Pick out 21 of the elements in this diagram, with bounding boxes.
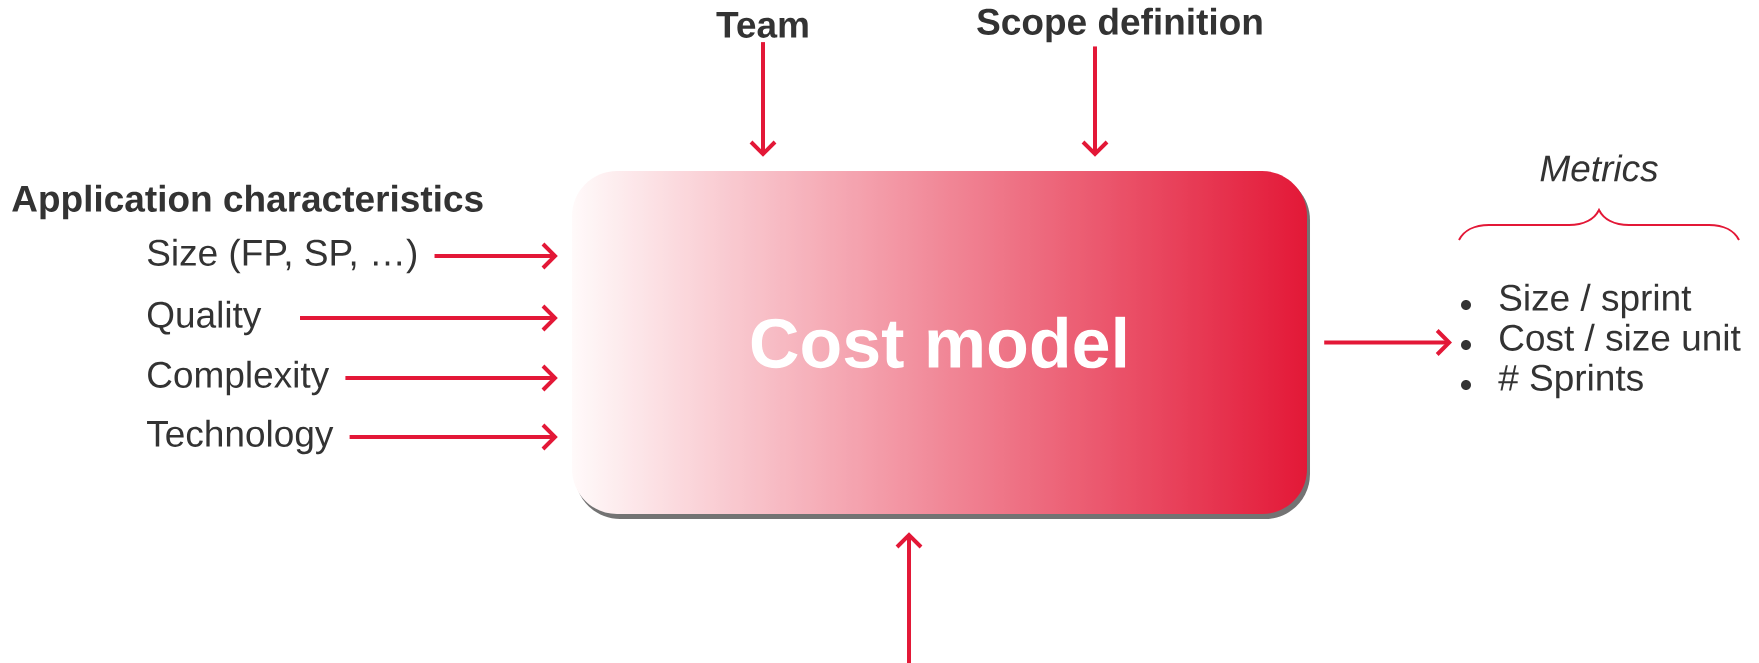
input-label: Scope definition bbox=[977, 7, 1262, 43]
arrow bbox=[349, 423, 558, 451]
input-label: Quality bbox=[147, 300, 262, 336]
process-box: Cost model bbox=[572, 171, 1310, 519]
group-heading: Application characteristics bbox=[12, 184, 483, 220]
arrow bbox=[749, 42, 777, 157]
input-label: Complexity bbox=[148, 360, 330, 396]
bracket-caption: Metrics bbox=[1540, 154, 1658, 182]
node-label: # Sprints bbox=[1498, 363, 1643, 399]
input-label: Team bbox=[716, 12, 808, 38]
node-label: Size / sprint bbox=[1499, 283, 1692, 319]
node-label: Cost / size unit bbox=[1500, 323, 1741, 351]
arrow bbox=[895, 532, 923, 663]
arrow bbox=[300, 304, 558, 332]
arrow bbox=[345, 364, 558, 392]
arrow bbox=[1324, 329, 1452, 356]
arrow bbox=[434, 242, 558, 270]
input-label: Technology bbox=[147, 419, 334, 455]
bullet-list: Size / sprint Cost / size unit # Sprints bbox=[1461, 283, 1741, 399]
arrow bbox=[1081, 46, 1109, 157]
input-label: Size (FP, SP, …) bbox=[147, 238, 416, 274]
